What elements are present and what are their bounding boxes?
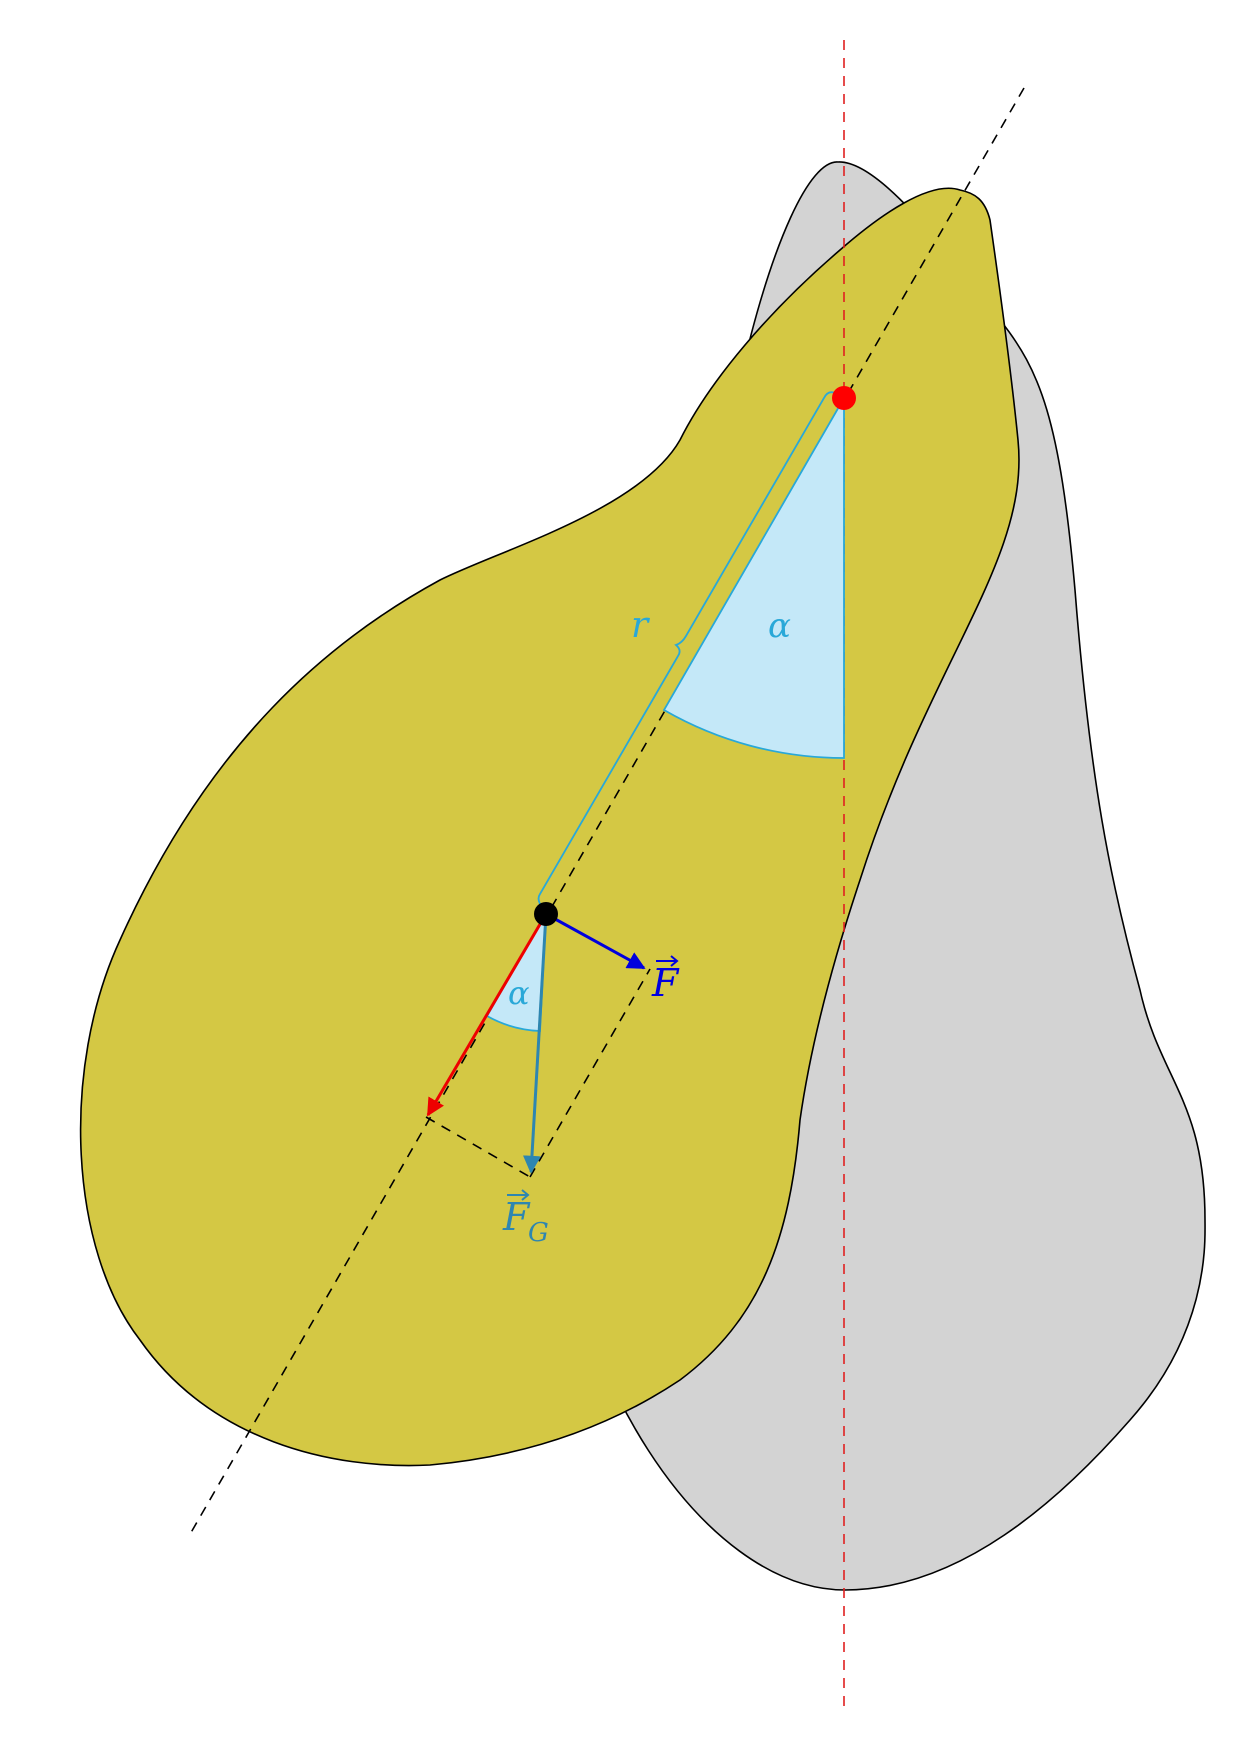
component-dashed-line-b	[529, 968, 651, 1178]
radius-label: r	[631, 605, 650, 646]
angle-label-bottom: α	[508, 974, 530, 1012]
force-label-vector-hat	[656, 955, 679, 967]
angle-sector-top	[662, 394, 845, 759]
force-label: F	[651, 955, 680, 1005]
pivot-point	[832, 386, 856, 410]
tangential-force-arrow	[545, 912, 646, 970]
radial-component-arrow	[426, 913, 548, 1117]
gravity-force-label-text: F	[502, 1195, 531, 1239]
radius-brace	[537, 391, 836, 909]
gravity-force-label-vector-hat	[507, 1189, 530, 1201]
force-label-text: F	[651, 961, 680, 1005]
center-of-mass-point	[534, 902, 558, 926]
gravity-force-label: F G	[502, 1189, 549, 1248]
gravity-force-arrow	[522, 913, 548, 1174]
angle-label-top: α	[768, 606, 791, 646]
gravity-force-label-subscript: G	[528, 1218, 549, 1248]
component-dashed-line-a	[425, 1116, 531, 1178]
pendulum-axis-line	[188, 87, 1025, 1537]
